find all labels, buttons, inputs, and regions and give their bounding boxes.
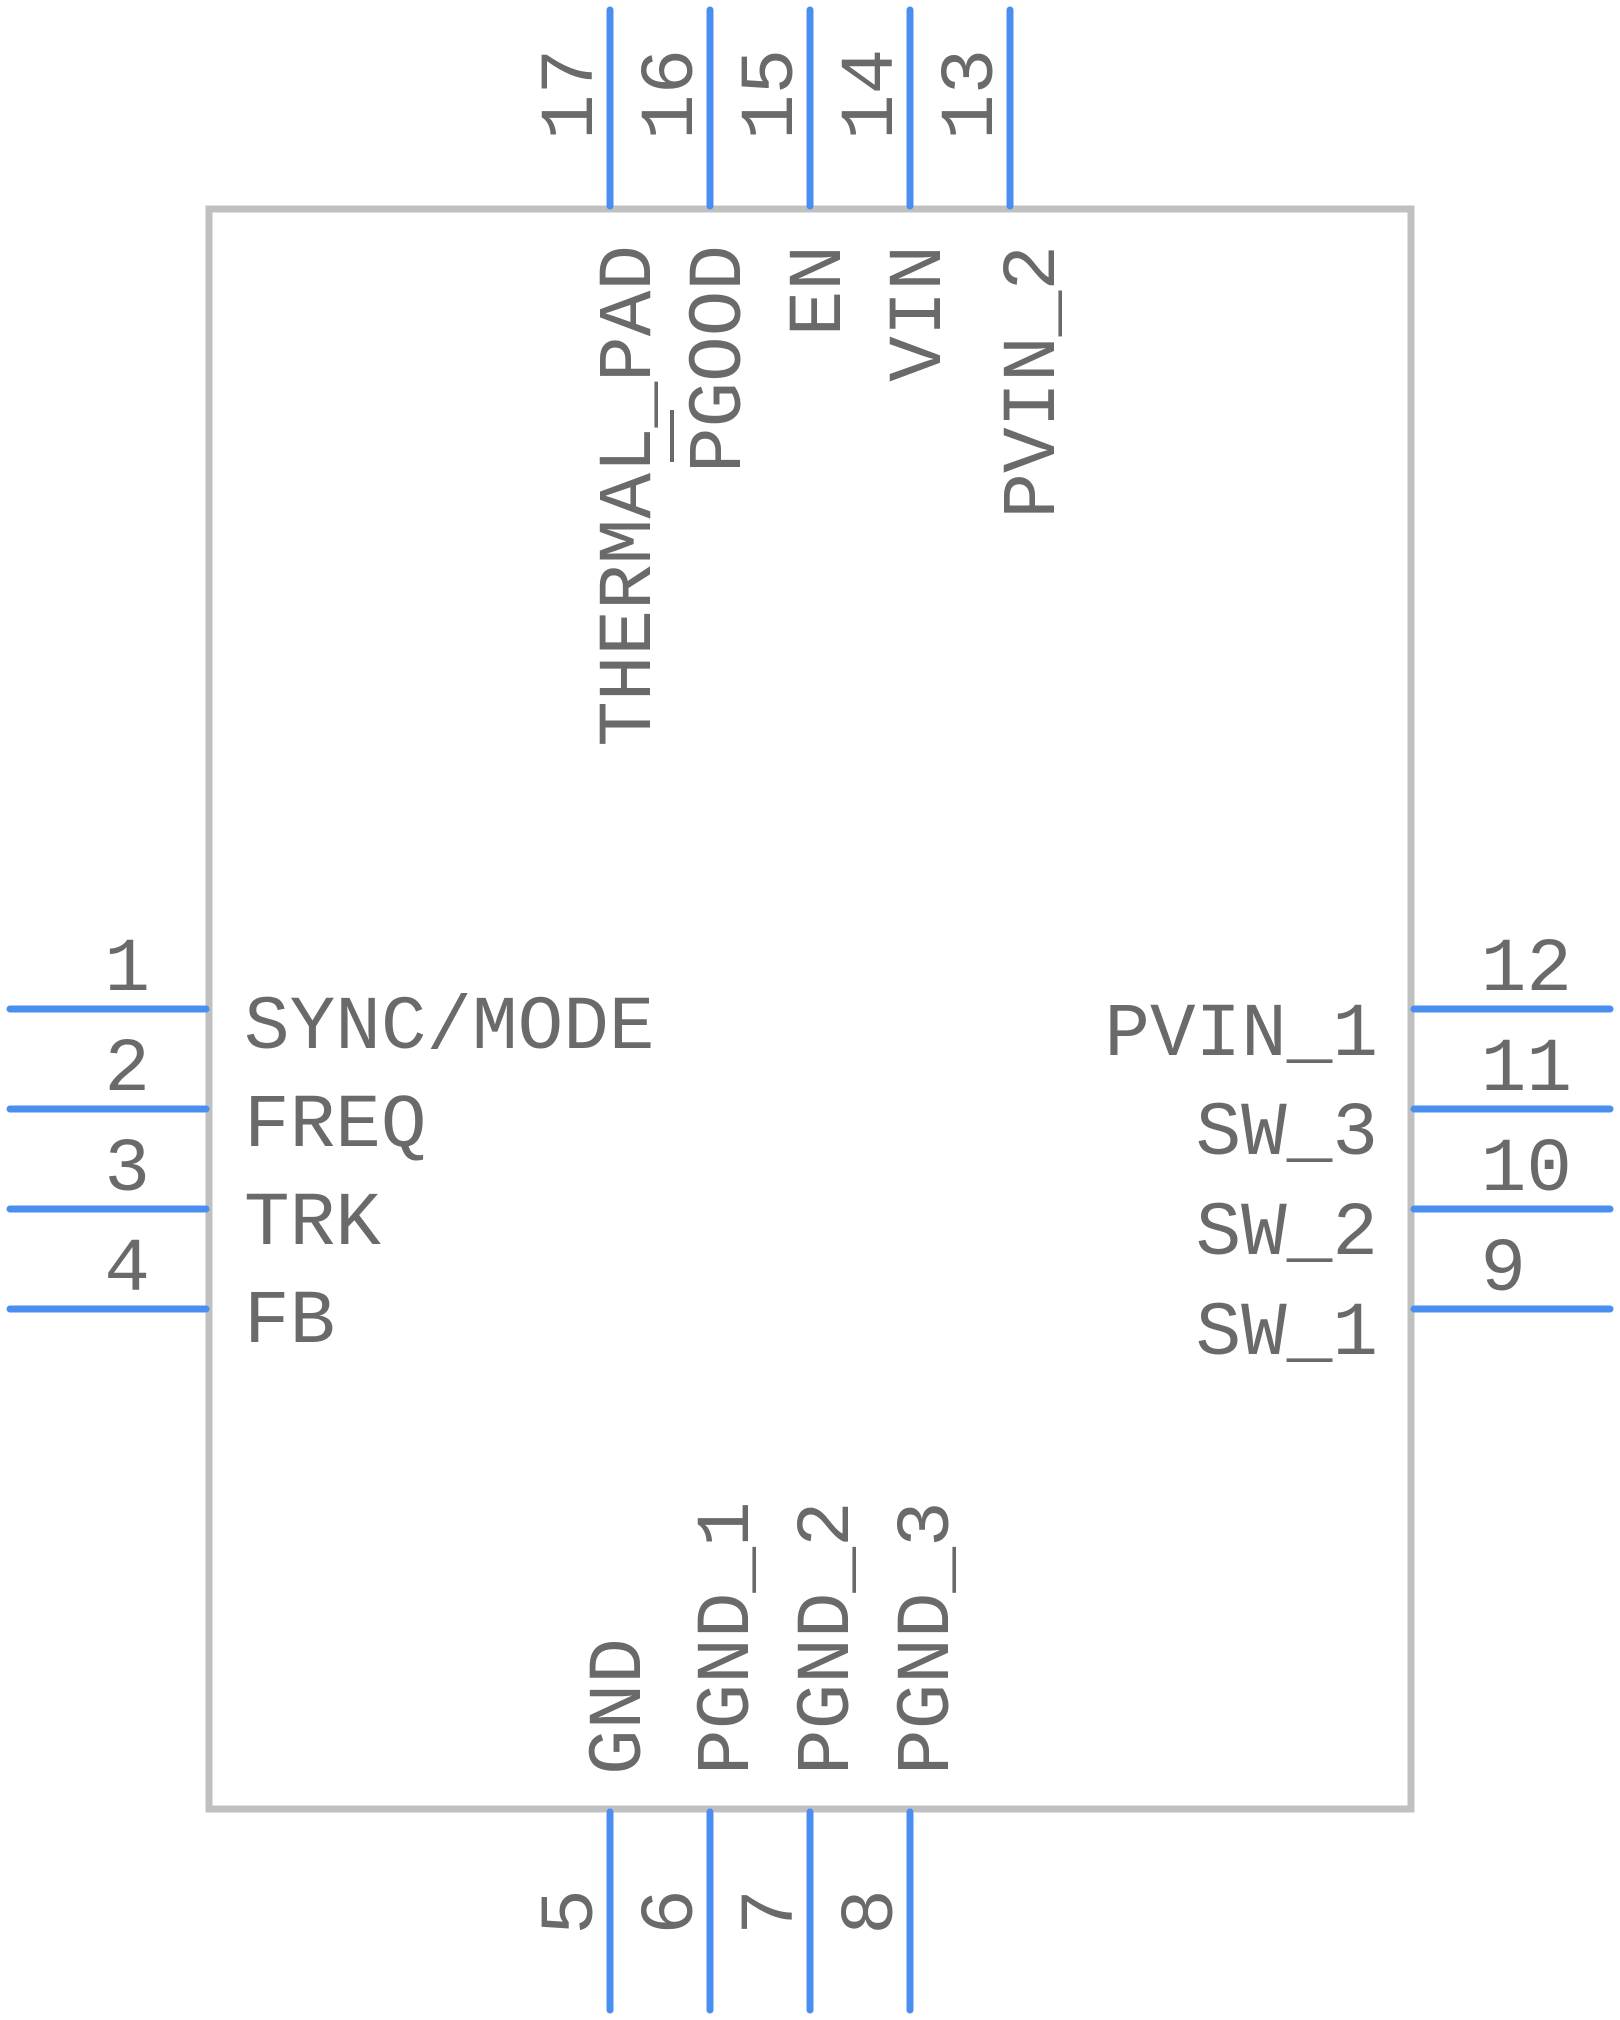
- pin-15-name: EN: [777, 245, 863, 336]
- pin-5-number: 5: [529, 1889, 615, 1935]
- pin-12-name: PVIN_1: [1104, 992, 1378, 1078]
- pin-6-number: 6: [629, 1889, 715, 1935]
- pin-5-name: GND: [577, 1638, 663, 1775]
- pin-9-name: SW_1: [1196, 1291, 1378, 1377]
- pin-17-name: THERMAL_PAD: [587, 245, 673, 747]
- pin-8-name: PGND_3: [885, 1501, 971, 1775]
- pin-3-name: TRK: [244, 1181, 381, 1267]
- pin-8-number: 8: [829, 1889, 915, 1935]
- pin-7-number: 7: [729, 1889, 815, 1935]
- pin-14-name: VIN: [877, 245, 963, 382]
- pin-6-name: PGND_1: [685, 1501, 771, 1775]
- pin-13-name: PVIN_2: [991, 245, 1077, 519]
- pin-9-number: 9: [1480, 1227, 1526, 1313]
- pin-17-number: 17: [529, 49, 615, 140]
- pin-16-number: 16: [629, 49, 715, 140]
- pin-1-number: 1: [104, 927, 150, 1013]
- pin-7-name: PGND_2: [785, 1501, 871, 1775]
- pin-4-name: FB: [244, 1279, 335, 1365]
- pin-15-number: 15: [729, 49, 815, 140]
- pin-11-number: 11: [1481, 1027, 1572, 1113]
- pin-10-name: SW_2: [1196, 1191, 1378, 1277]
- pin-13-number: 13: [929, 49, 1015, 140]
- pin-12-number: 12: [1481, 927, 1572, 1013]
- pin-4-number: 4: [104, 1227, 150, 1313]
- pin-14-number: 14: [829, 49, 915, 140]
- pin-10-number: 10: [1481, 1127, 1572, 1213]
- pin-2-number: 2: [104, 1027, 150, 1113]
- pin-1-name: SYNC/MODE: [244, 985, 654, 1071]
- pin-11-name: SW_3: [1196, 1091, 1378, 1177]
- pin-2-name: FREQ: [244, 1083, 426, 1169]
- pin-3-number: 3: [104, 1127, 150, 1213]
- pin-16-name: PGOOD: [677, 245, 763, 473]
